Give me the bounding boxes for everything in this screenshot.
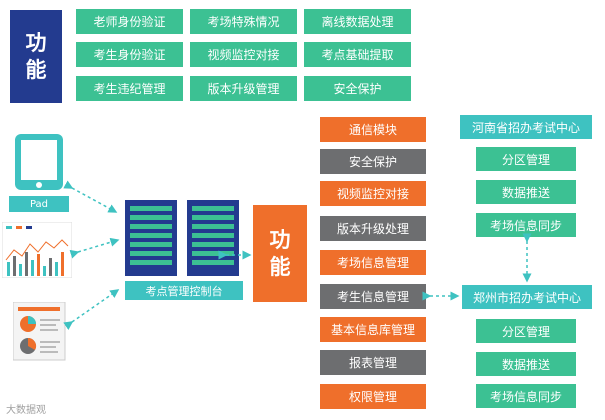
- city-exam-center: 郑州市招办考试中心: [462, 285, 592, 309]
- center-title-char-2: 能: [269, 254, 291, 279]
- top-title-char-2: 能: [25, 57, 47, 82]
- module-base-info-db: 基本信息库管理: [320, 317, 426, 342]
- city-exam-room-sync: 考场信息同步: [476, 384, 576, 408]
- city-zone-management: 分区管理: [476, 319, 576, 343]
- tablet-icon: [14, 133, 64, 197]
- module-version-upgrade: 版本升级处理: [320, 216, 426, 241]
- feature-security: 安全保护: [304, 76, 411, 101]
- pad-label: Pad: [9, 196, 69, 212]
- top-function-title: 功 能: [10, 10, 62, 103]
- arrow-report-to-server: [63, 289, 120, 330]
- arrow-pad-to-server: [63, 180, 118, 213]
- province-data-push: 数据推送: [476, 180, 576, 204]
- feature-version-upgrade: 版本升级管理: [190, 76, 297, 101]
- feature-teacher-id: 老师身份验证: [76, 9, 183, 34]
- watermark: 大数据观: [6, 405, 46, 416]
- province-exam-center: 河南省招办考试中心: [460, 115, 592, 139]
- module-exam-room-info: 考场信息管理: [320, 250, 426, 275]
- module-student-info: 考生信息管理: [320, 284, 426, 309]
- server-rack-icon: [125, 200, 243, 282]
- feature-video-monitor: 视频监控对接: [190, 42, 297, 67]
- center-function-title: 功 能: [253, 205, 307, 302]
- module-video-monitor: 视频监控对接: [320, 181, 426, 206]
- module-communication: 通信模块: [320, 117, 426, 142]
- arrow-chart-to-server: [69, 237, 120, 259]
- console-label: 考点管理控制台: [125, 281, 243, 300]
- feature-exam-special: 考场特殊情况: [190, 9, 297, 34]
- module-permission: 权限管理: [320, 384, 426, 409]
- center-title-char-1: 功: [269, 227, 291, 252]
- province-exam-room-sync: 考场信息同步: [476, 213, 576, 237]
- province-zone-management: 分区管理: [476, 147, 576, 171]
- report-document-icon: [12, 301, 69, 366]
- feature-violation: 考生违纪管理: [76, 76, 183, 101]
- module-report: 报表管理: [320, 350, 426, 375]
- city-data-push: 数据推送: [476, 352, 576, 376]
- top-title-char-1: 功: [25, 30, 47, 55]
- feature-site-extract: 考点基础提取: [304, 42, 411, 67]
- module-security: 安全保护: [320, 149, 426, 174]
- feature-offline-data: 离线数据处理: [304, 9, 411, 34]
- feature-student-id: 考生身份验证: [76, 42, 183, 67]
